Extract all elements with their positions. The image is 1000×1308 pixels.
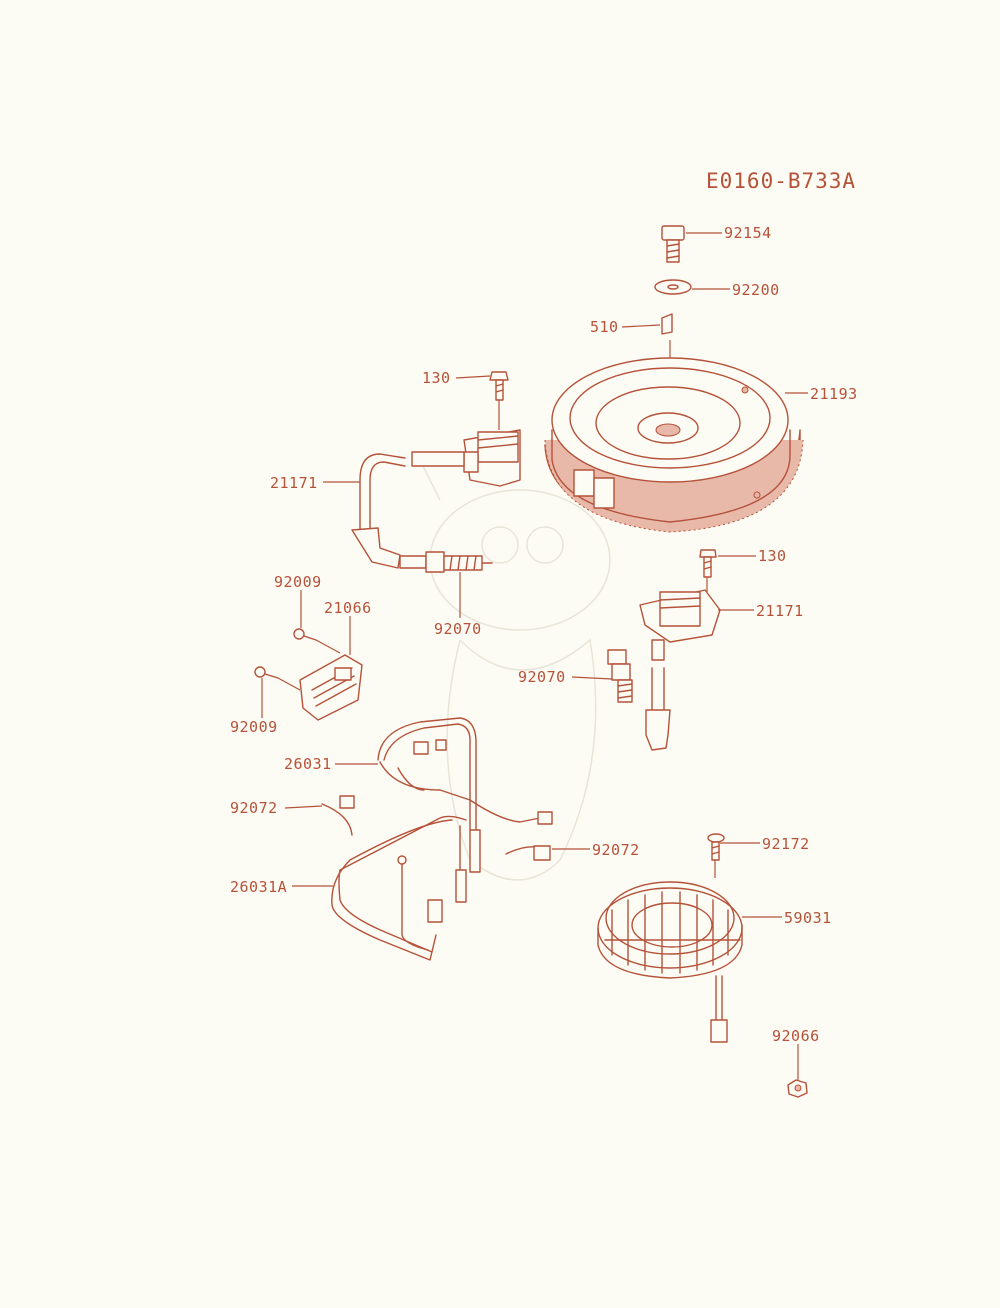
coil-bolt-upper-part [489,371,509,401]
label-regulator: 21066 [324,599,372,617]
clamp-right-part [505,845,551,861]
label-spark-plug-lower: 92070 [518,668,566,686]
label-regulator-screw-upper: 92009 [274,573,322,591]
ignition-coil-lower-part [639,589,721,661]
label-ignition-coil-lower: 21171 [756,602,804,620]
plug-wire-lower [645,667,671,751]
regulator-part [299,654,363,721]
label-harness: 26031 [284,755,332,773]
ignition-coil-upper-part [411,429,521,487]
regulator-screw-upper-part [293,628,317,641]
label-flywheel: 21193 [810,385,858,403]
label-harness-a: 26031A [230,878,287,896]
label-nut: 92066 [772,1027,820,1045]
spark-plug-lower-part [607,649,633,703]
harness-part [377,717,553,873]
plug-wire-upper [351,453,406,569]
label-flywheel-washer: 92200 [732,281,780,299]
label-clamp-right: 92072 [592,841,640,859]
spark-plug-upper-part [399,551,493,573]
flywheel-bolt-part [661,225,685,263]
nut-part [787,1079,808,1098]
clamp-left-part [321,795,355,836]
label-stator: 59031 [784,909,832,927]
flywheel-part [544,357,804,533]
regulator-screw-lower-part [254,666,279,679]
part-labels: 92154 92200 510 21193 130 21171 92070 92… [230,224,858,1045]
leader-lines [261,232,808,1080]
label-clamp-left: 92072 [230,799,278,817]
label-ignition-coil-upper: 21171 [270,474,318,492]
harness-a-part [331,815,467,961]
label-spark-plug-upper: 92070 [434,620,482,638]
flywheel-washer-part [654,279,692,295]
flywheel-key-part [661,313,673,335]
coil-bolt-lower-part [699,549,717,578]
label-coil-bolt-lower: 130 [758,547,787,565]
label-flywheel-key: 510 [590,318,619,336]
stator-part [597,881,743,1043]
label-flywheel-bolt: 92154 [724,224,772,242]
stator-screw-part [707,833,725,861]
diagram-code: E0160-B733A [706,169,856,193]
label-regulator-screw-lower: 92009 [230,718,278,736]
label-coil-bolt-upper: 130 [422,369,451,387]
label-stator-screw: 92172 [762,835,810,853]
